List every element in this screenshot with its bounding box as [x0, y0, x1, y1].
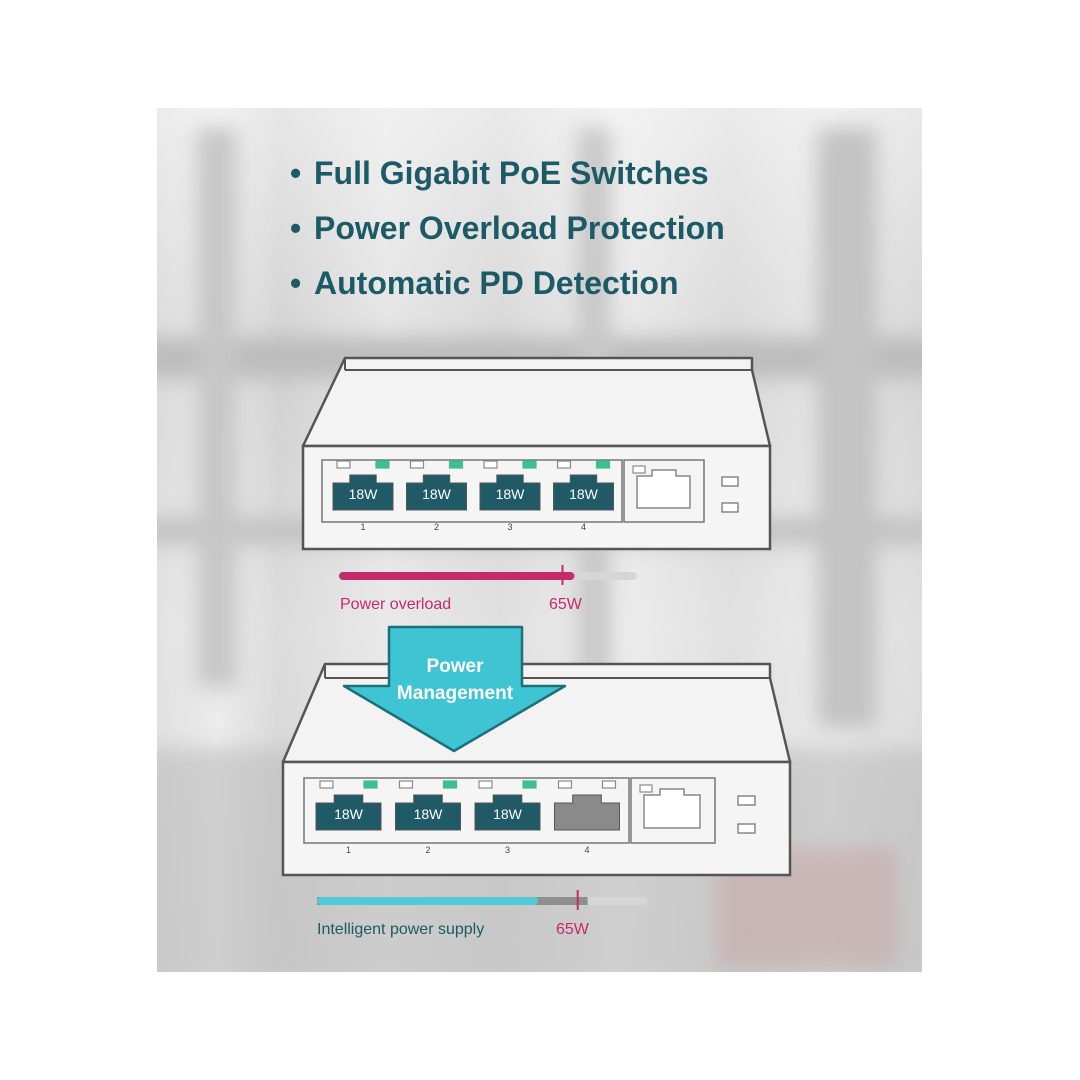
- switch-top-lid: [301, 356, 772, 448]
- port-number: 1: [360, 522, 365, 532]
- feature-item: •Power Overload Protection: [290, 210, 725, 246]
- port-link-led: [319, 780, 334, 789]
- status-led: [737, 823, 756, 834]
- port-poe-led: [522, 460, 537, 469]
- power-bar-fill: [339, 572, 575, 580]
- feature-item: •Automatic PD Detection: [290, 265, 679, 301]
- port-link-led: [409, 460, 425, 469]
- port-container: 18W 1 18W 2 18W 3 18W 4: [332, 460, 614, 532]
- port-power-label: 18W: [569, 486, 599, 502]
- power-limit-label: 65W: [549, 596, 583, 613]
- port-number: 3: [507, 522, 512, 532]
- port-link-led: [336, 460, 351, 469]
- led-indicator: [632, 465, 646, 474]
- port-group: [303, 777, 630, 844]
- port-power-label: 18W: [422, 486, 452, 502]
- rj45-port: [395, 794, 461, 831]
- uplink-port: [636, 469, 691, 509]
- port-link-led: [483, 460, 498, 469]
- port-poe-led: [601, 780, 617, 789]
- port-poe-led: [522, 780, 537, 789]
- rj45-port: [474, 794, 541, 831]
- port-number: 4: [584, 845, 589, 855]
- blurred-window-frame: [817, 128, 877, 728]
- uplink-port: [643, 788, 701, 829]
- port-poe-led: [375, 460, 390, 469]
- port-power-label: 18W: [334, 806, 364, 822]
- port-poe-led: [363, 780, 378, 789]
- port-poe-led: [448, 460, 464, 469]
- port-link-led: [398, 780, 414, 789]
- power-bar-caption: Power overload: [340, 596, 451, 613]
- feature-list: •Full Gigabit PoE Switches •Power Overlo…: [290, 146, 725, 311]
- power-bar-caption: Intelligent power supply: [317, 921, 484, 938]
- power-limit-label: 65W: [556, 921, 590, 938]
- status-led: [721, 502, 739, 513]
- status-led: [721, 476, 739, 487]
- rj45-port: [406, 474, 467, 511]
- status-led: [737, 795, 756, 806]
- rj45-port: [553, 474, 614, 511]
- top-switch: 18W 1 18W 2 18W 3 18W 4: [301, 356, 772, 551]
- arrow-label-line2: Management: [397, 683, 514, 704]
- port-power-label: 18W: [493, 806, 523, 822]
- rj45-port: [554, 794, 620, 831]
- port-number: 3: [505, 845, 510, 855]
- rj45-port: [479, 474, 541, 511]
- feature-item: •Full Gigabit PoE Switches: [290, 155, 709, 191]
- bottom-power-bar: Intelligent power supply 65W: [317, 890, 647, 938]
- port-link-led: [556, 460, 572, 469]
- port-number: 2: [425, 845, 430, 855]
- port-number: 4: [581, 522, 586, 532]
- rj45-port: [315, 794, 382, 831]
- port-container: 18W 1 18W 2 18W 3 4: [315, 780, 620, 855]
- top-power-bar: Power overload 65W: [339, 565, 637, 613]
- port-poe-led: [595, 460, 611, 469]
- port-number: 2: [434, 522, 439, 532]
- uplink-group: [623, 459, 705, 523]
- led-indicator: [639, 784, 653, 793]
- power-management-arrow: Power Management: [342, 625, 567, 753]
- port-power-label: 18W: [414, 806, 444, 822]
- port-link-led: [478, 780, 493, 789]
- port-power-label: 18W: [349, 486, 379, 502]
- rj45-port: [332, 474, 394, 511]
- port-link-led: [557, 780, 573, 789]
- port-power-label: 18W: [496, 486, 526, 502]
- uplink-group: [630, 777, 716, 844]
- port-poe-led: [442, 780, 458, 789]
- port-number: 1: [346, 845, 351, 855]
- port-group: [321, 459, 623, 523]
- blurred-window-frame: [197, 128, 237, 688]
- power-bar-fill: [317, 897, 539, 905]
- arrow-shape: [342, 625, 567, 753]
- arrow-label-line1: Power: [426, 656, 484, 677]
